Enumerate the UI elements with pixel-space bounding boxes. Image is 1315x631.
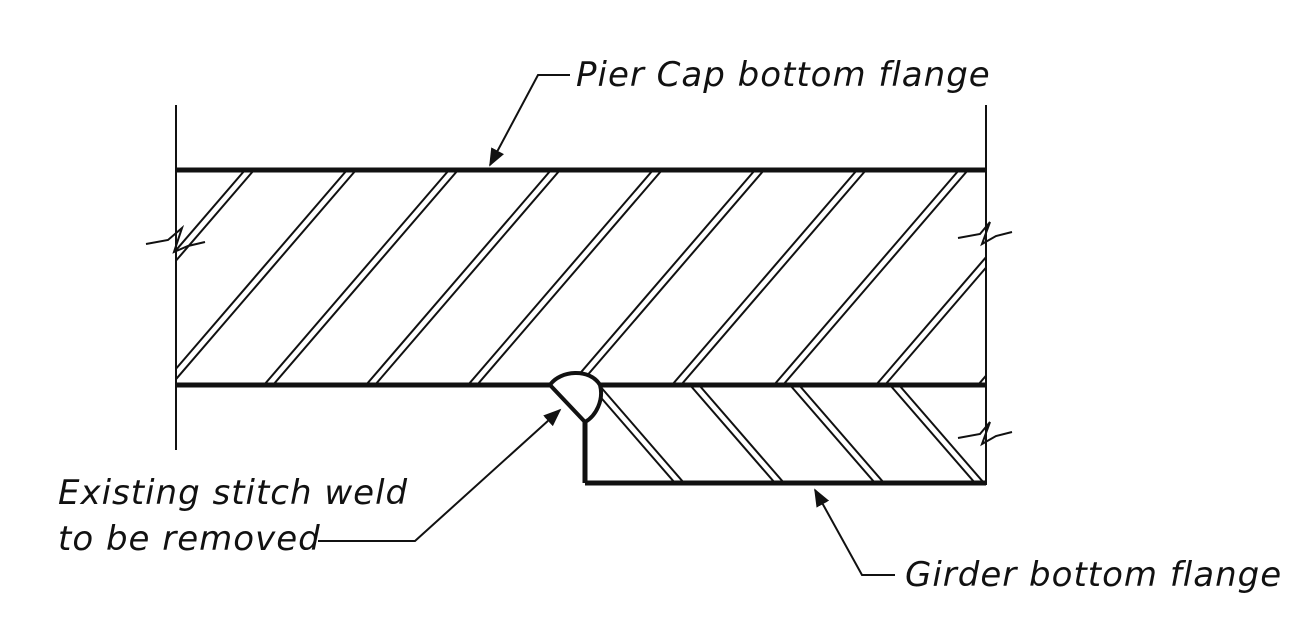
hatch-line [365, 170, 552, 385]
hatch-line [263, 170, 450, 385]
hatch-line [884, 266, 986, 385]
girder-hatching [589, 385, 1084, 483]
hatch-line [1080, 170, 1265, 385]
girder-leader [814, 488, 895, 576]
pier-cap-label: Pier Cap bottom flange [576, 55, 991, 95]
hatch-line [875, 255, 986, 385]
hatch-line [789, 385, 875, 481]
hatch-line [898, 385, 984, 481]
hatch-line [680, 170, 867, 385]
left-break-mark [145, 224, 206, 254]
pier-cap-hatching [176, 170, 1274, 385]
hatch-line [671, 170, 858, 385]
hatch-line [476, 170, 663, 385]
hatch-line [569, 170, 756, 385]
hatch-line [889, 385, 975, 481]
hatch-line [176, 170, 357, 381]
hatch-line [977, 374, 986, 385]
hatch-line [578, 170, 765, 385]
hatch-line [689, 385, 775, 481]
hatch-line [698, 385, 784, 481]
hatch-line [176, 170, 246, 252]
hatch-line [176, 170, 255, 263]
hatch-line [589, 385, 675, 481]
hatch-line [999, 385, 1084, 483]
hatch-line [773, 170, 960, 385]
hatch-line [176, 170, 348, 371]
weld-label-line2: to be removed [58, 519, 321, 559]
right-break-mark-upper [957, 221, 1013, 247]
girder-label: Girder bottom flange [905, 555, 1283, 595]
hatch-line [1089, 170, 1274, 385]
weld-leader [318, 408, 562, 542]
hatch-line [987, 170, 1172, 385]
stitch-weld [547, 371, 603, 425]
right-break-mark-lower [957, 421, 1013, 447]
hatch-line [598, 385, 684, 481]
pier-cap-leader [489, 74, 570, 167]
hatch-line [782, 170, 969, 385]
hatch-line [467, 170, 654, 385]
hatch-line [798, 385, 884, 481]
weld-label-line1: Existing stitch weld [58, 473, 409, 513]
hatch-line [374, 170, 561, 385]
hatch-line [272, 170, 459, 385]
